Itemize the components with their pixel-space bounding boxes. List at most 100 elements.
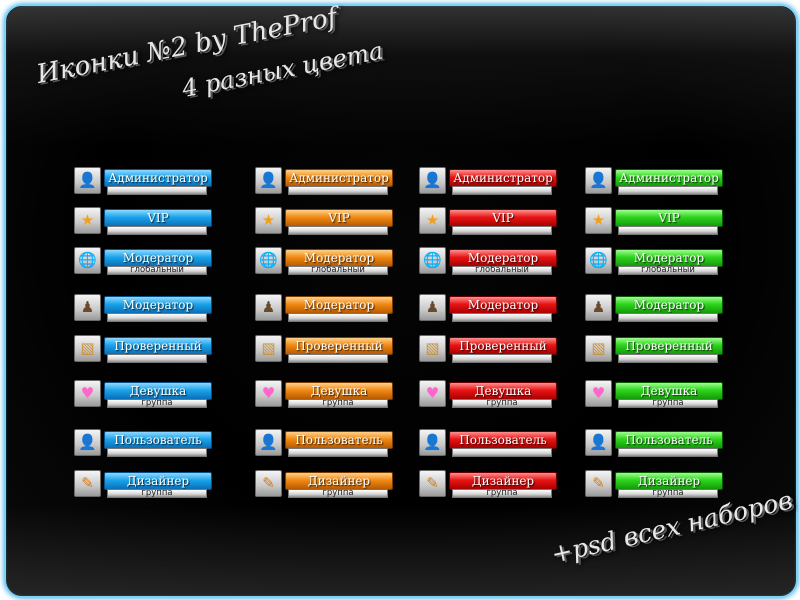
- badge-green-1: 👤Администратор: [585, 167, 725, 199]
- badge-label: Модератор: [449, 249, 557, 267]
- badge-orange-5: ▧Проверенный: [255, 335, 395, 367]
- badge-label: Девушка: [449, 382, 557, 400]
- badge-subtitle: [288, 186, 388, 195]
- badge-label: Проверенный: [449, 337, 557, 355]
- heart-icon: ♥: [585, 380, 612, 407]
- user-icon: 👤: [74, 429, 101, 456]
- badge-label: VIP: [104, 209, 212, 227]
- badge-subtitle: [618, 226, 718, 235]
- badge-subtitle: [452, 354, 552, 363]
- badge-subtitle: глобальный: [107, 266, 207, 275]
- badge-green-5: ▧Проверенный: [585, 335, 725, 367]
- badge-blue-7: 👤Пользователь: [74, 429, 214, 461]
- badge-label: Пользователь: [285, 431, 393, 449]
- badge-blue-2: ★VIP: [74, 207, 214, 239]
- badge-subtitle: глобальный: [288, 266, 388, 275]
- badge-subtitle: [107, 186, 207, 195]
- moderator-icon: ♟: [255, 294, 282, 321]
- badge-subtitle: группа: [107, 399, 207, 408]
- badge-label: Модератор: [615, 296, 723, 314]
- badge-orange-1: 👤Администратор: [255, 167, 395, 199]
- star-icon: ★: [74, 207, 101, 234]
- box-icon: ▧: [255, 335, 282, 362]
- moderator-icon: ♟: [585, 294, 612, 321]
- badge-label: VIP: [449, 209, 557, 227]
- badge-subtitle: [107, 354, 207, 363]
- badge-subtitle: глобальный: [618, 266, 718, 275]
- badge-label: Проверенный: [285, 337, 393, 355]
- badge-label: Дизайнер: [449, 472, 557, 490]
- badge-subtitle: [452, 313, 552, 322]
- user-icon: 👤: [255, 429, 282, 456]
- badge-label: Модератор: [285, 296, 393, 314]
- badge-red-4: ♟Модератор: [419, 294, 559, 326]
- globe-icon: 🌐: [255, 247, 282, 274]
- globe-icon: 🌐: [585, 247, 612, 274]
- badge-subtitle: [618, 448, 718, 457]
- star-icon: ★: [419, 207, 446, 234]
- badge-green-7: 👤Пользователь: [585, 429, 725, 461]
- badge-subtitle: [618, 354, 718, 363]
- badge-blue-4: ♟Модератор: [74, 294, 214, 326]
- badge-subtitle: [618, 313, 718, 322]
- heart-icon: ♥: [74, 380, 101, 407]
- badge-label: Пользователь: [449, 431, 557, 449]
- globe-icon: 🌐: [74, 247, 101, 274]
- badge-subtitle: [288, 354, 388, 363]
- badge-red-1: 👤Администратор: [419, 167, 559, 199]
- moderator-icon: ♟: [74, 294, 101, 321]
- designer-icon: ✎: [419, 470, 446, 497]
- badge-orange-4: ♟Модератор: [255, 294, 395, 326]
- badge-subtitle: [107, 313, 207, 322]
- badge-subtitle: [288, 226, 388, 235]
- badge-label: Администратор: [449, 169, 557, 187]
- admin-person-icon: 👤: [585, 167, 612, 194]
- badge-subtitle: группа: [107, 489, 207, 498]
- badge-subtitle: [618, 186, 718, 195]
- badge-subtitle: группа: [452, 489, 552, 498]
- badge-label: Пользователь: [104, 431, 212, 449]
- badge-label: Администратор: [104, 169, 212, 187]
- badge-subtitle: [452, 448, 552, 457]
- badge-subtitle: группа: [288, 399, 388, 408]
- badge-label: Дизайнер: [104, 472, 212, 490]
- badge-label: VIP: [615, 209, 723, 227]
- badge-orange-7: 👤Пользователь: [255, 429, 395, 461]
- box-icon: ▧: [419, 335, 446, 362]
- badge-subtitle: [452, 226, 552, 235]
- box-icon: ▧: [585, 335, 612, 362]
- star-icon: ★: [255, 207, 282, 234]
- admin-person-icon: 👤: [74, 167, 101, 194]
- badge-subtitle: [288, 313, 388, 322]
- top-gloss: [6, 6, 796, 146]
- heart-icon: ♥: [419, 380, 446, 407]
- badge-red-7: 👤Пользователь: [419, 429, 559, 461]
- designer-icon: ✎: [74, 470, 101, 497]
- bottom-gloss: [6, 506, 796, 596]
- badge-subtitle: группа: [288, 489, 388, 498]
- badge-label: Проверенный: [104, 337, 212, 355]
- badge-subtitle: [107, 448, 207, 457]
- badge-label: Модератор: [104, 296, 212, 314]
- globe-icon: 🌐: [419, 247, 446, 274]
- badge-subtitle: [288, 448, 388, 457]
- badge-blue-1: 👤Администратор: [74, 167, 214, 199]
- star-icon: ★: [585, 207, 612, 234]
- badge-label: Администратор: [615, 169, 723, 187]
- designer-icon: ✎: [585, 470, 612, 497]
- badge-label: Пользователь: [615, 431, 723, 449]
- admin-person-icon: 👤: [419, 167, 446, 194]
- badge-label: Девушка: [615, 382, 723, 400]
- heart-icon: ♥: [255, 380, 282, 407]
- badge-subtitle: группа: [452, 399, 552, 408]
- badge-label: Модератор: [449, 296, 557, 314]
- badge-label: VIP: [285, 209, 393, 227]
- badge-red-5: ▧Проверенный: [419, 335, 559, 367]
